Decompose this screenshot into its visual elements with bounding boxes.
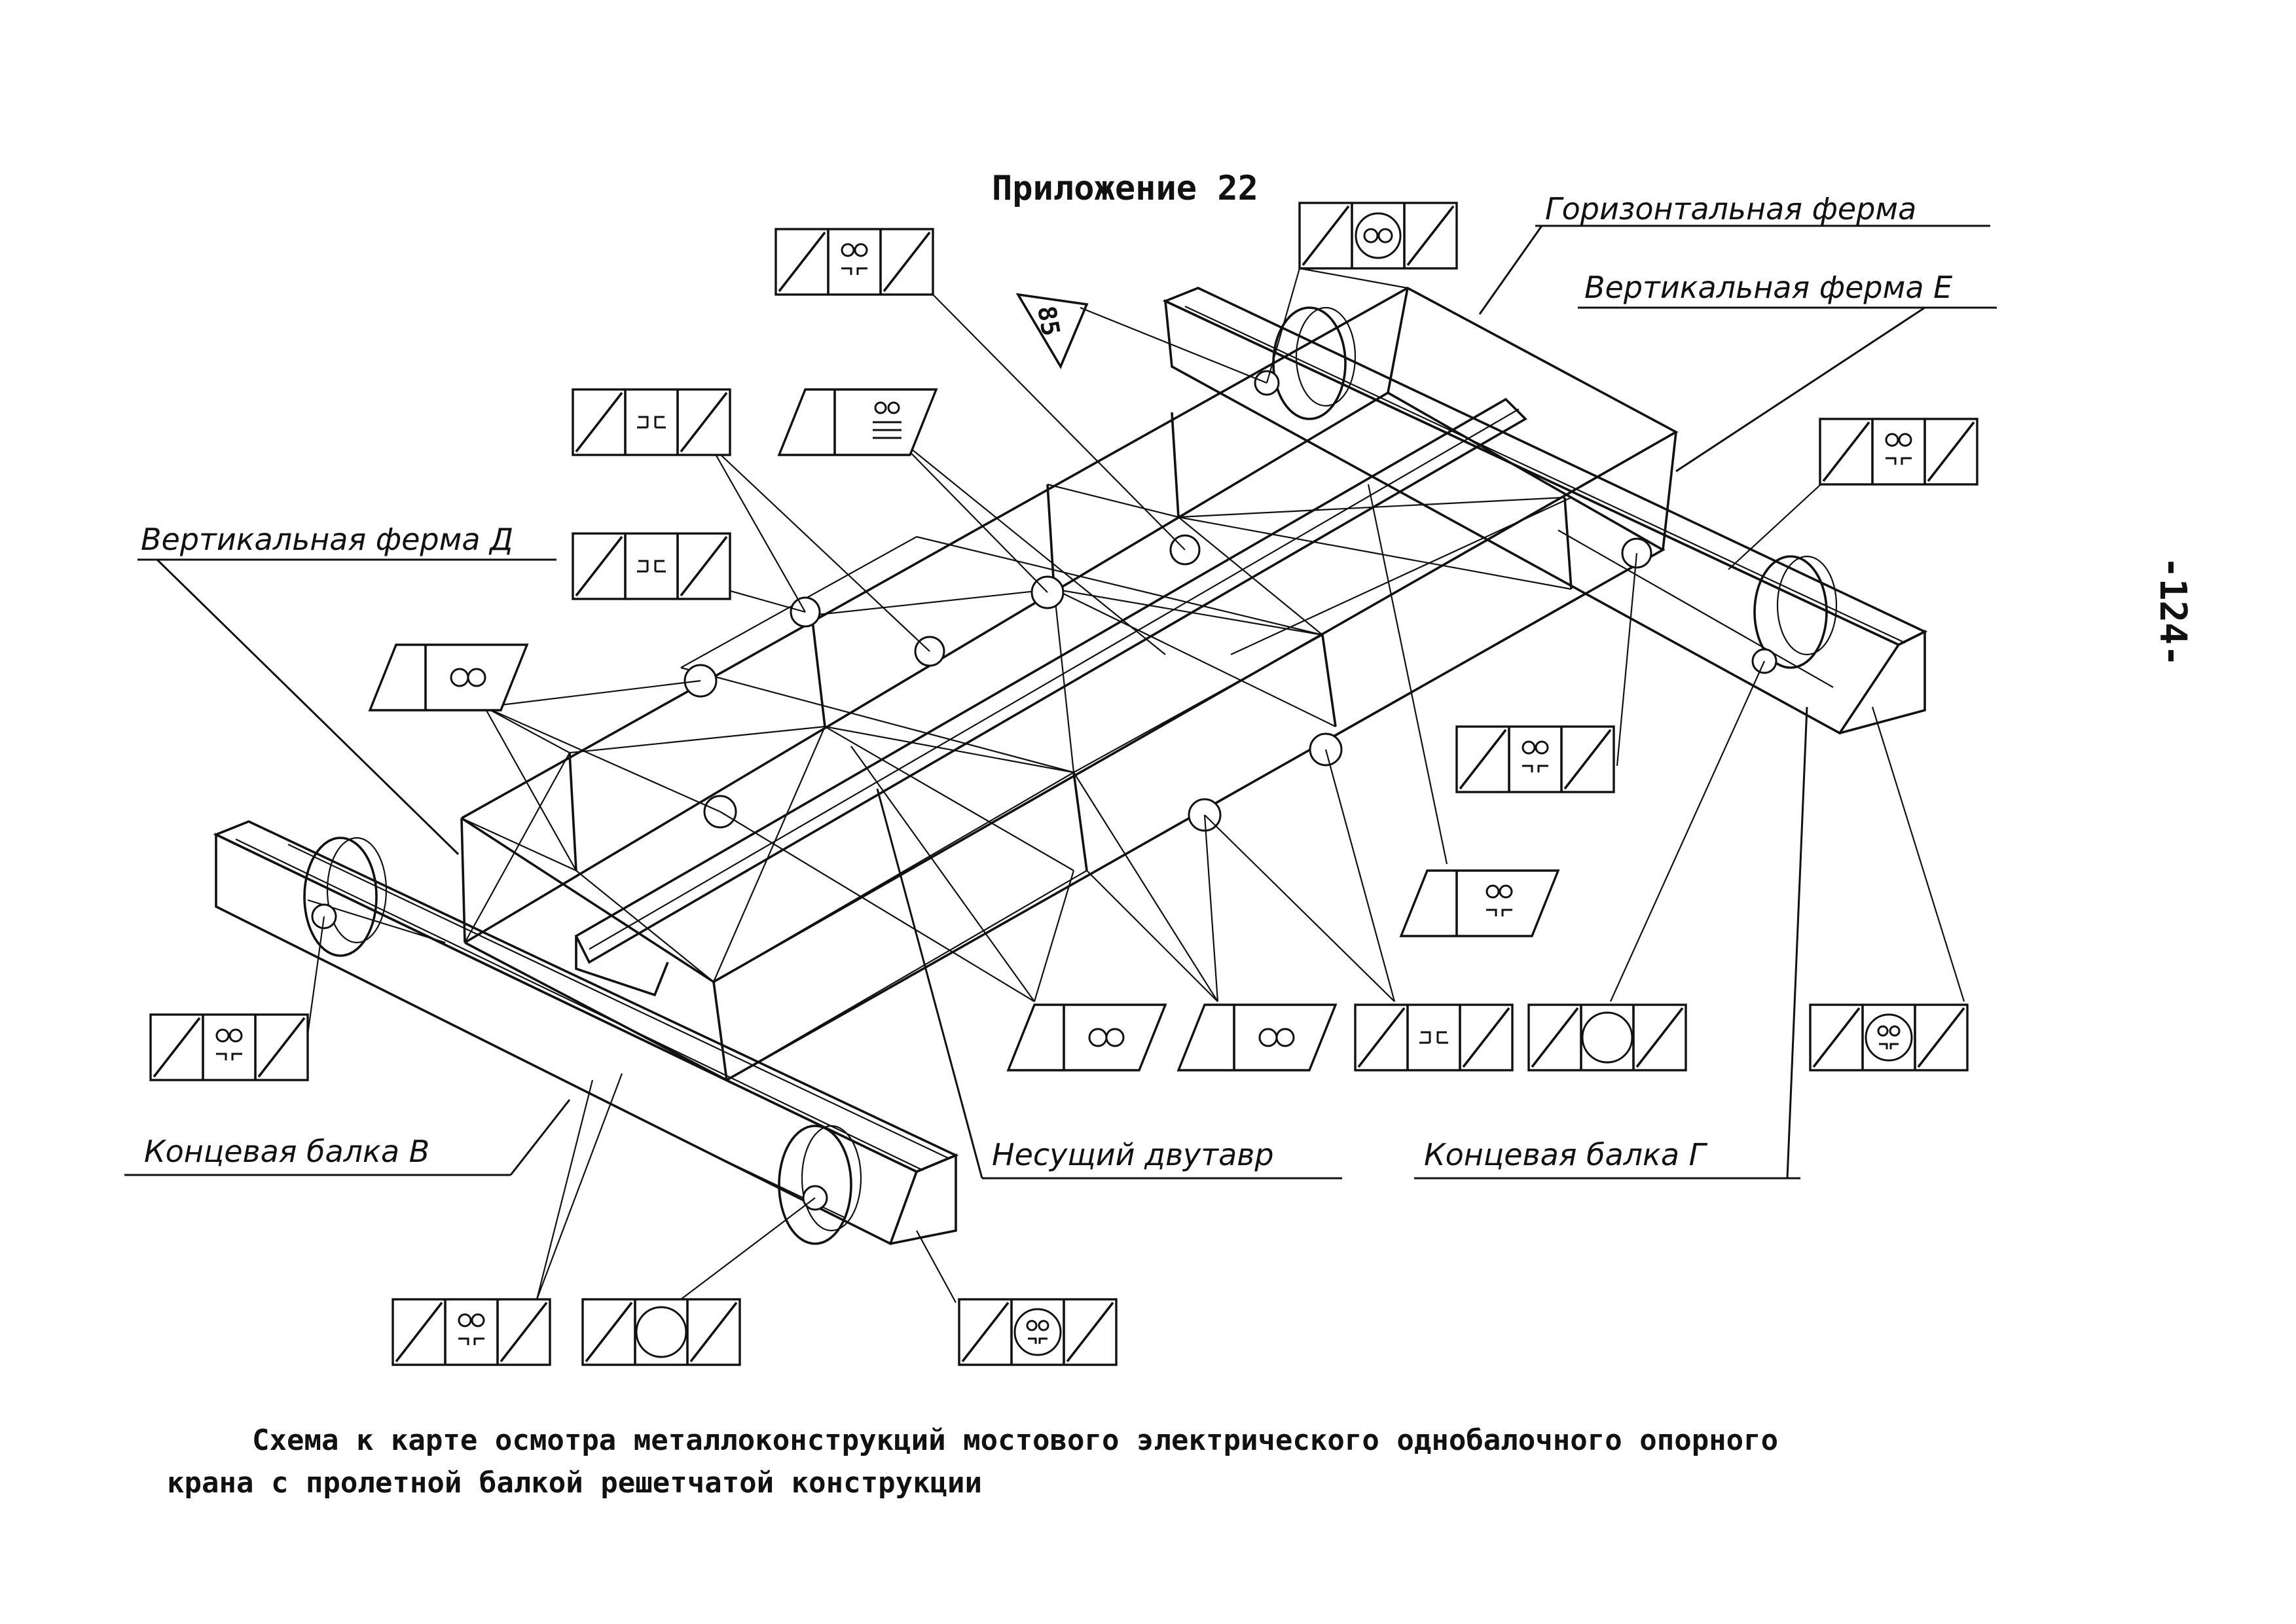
leader-lines bbox=[306, 267, 1965, 1303]
lattice-girder bbox=[460, 286, 1679, 1082]
symbol-box-oo-weld bbox=[392, 1298, 551, 1366]
symbol-box-weld bbox=[572, 532, 731, 600]
symbol-box-weld bbox=[1354, 1003, 1514, 1072]
label-vertical-truss-e: Вертикальная ферма Е bbox=[1584, 270, 1952, 305]
symbol-box-oo bbox=[369, 643, 528, 712]
caption-line-1: Схема к карте осмотра металлоконструкций… bbox=[252, 1424, 1778, 1457]
tag-85: 85 bbox=[1032, 304, 1065, 338]
symbol-box-oo-weld bbox=[774, 228, 934, 296]
end-beam-g bbox=[1162, 287, 1928, 735]
label-end-beam-g: Концевая балка Г bbox=[1424, 1137, 1708, 1172]
symbol-box-lines bbox=[778, 388, 938, 456]
caption: Схема к карте осмотра металлоконструкций… bbox=[167, 1424, 1778, 1500]
symbol-box-oo-weld bbox=[149, 1013, 309, 1081]
label-load-ibeam: Несущий двутавр bbox=[992, 1137, 1274, 1172]
symbol-box-big-oo bbox=[1298, 202, 1458, 270]
symbol-box-weld bbox=[572, 388, 731, 456]
label-horizontal-truss: Горизонтальная ферма bbox=[1545, 191, 1916, 226]
page-number: -124- bbox=[2151, 556, 2194, 667]
symbol-box-oo-weld bbox=[1819, 418, 1978, 486]
symbol-box-oo-weld bbox=[1455, 725, 1615, 793]
label-end-beam-v: Концевая балка В bbox=[144, 1134, 429, 1169]
symbol-box-oo bbox=[1007, 1003, 1167, 1072]
end-beam-v bbox=[213, 820, 959, 1246]
labels: Приложение 22 Горизонтальная ферма Верти… bbox=[124, 169, 2194, 1180]
caption-line-2: крана с пролетной балкой решетчатой конс… bbox=[167, 1466, 982, 1500]
symbol-box-oo bbox=[1177, 1003, 1337, 1072]
symbol-box-face bbox=[1809, 1003, 1969, 1072]
symbol-box-face bbox=[958, 1298, 1118, 1366]
symbol-box-big bbox=[581, 1298, 741, 1366]
symbol-box-big bbox=[1527, 1003, 1687, 1072]
symbol-box-oo-weld bbox=[1400, 869, 1559, 937]
appendix-title: Приложение 22 bbox=[992, 169, 1258, 208]
label-vertical-truss-d: Вертикальная ферма Д bbox=[141, 522, 513, 557]
